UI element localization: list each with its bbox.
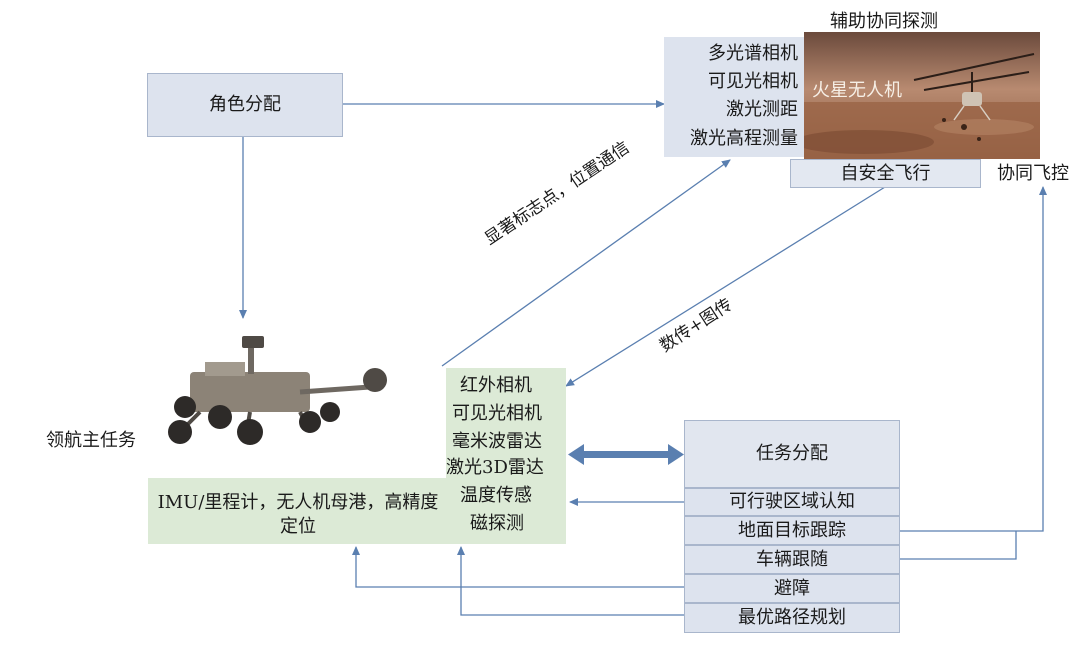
rover-lead-label: 领航主任务 (46, 430, 136, 451)
positioning-box: IMU/里程计，无人机母港，高精度定位 (148, 478, 446, 544)
coop-control-label: 协同飞控 (997, 163, 1069, 184)
arrow-rover-to-drone (441, 159, 731, 367)
rover-sensor-item: 磁探测 (470, 513, 524, 534)
double-arrow (568, 444, 684, 465)
task-allocation-box: 任务分配 (684, 420, 900, 488)
task-item-label: 可行驶区域认知 (729, 491, 855, 512)
rover-sensor-item: 温度传感 (460, 485, 532, 506)
arrow-follow-to-coop (900, 531, 1017, 560)
arrow-tracking-to-coop (900, 186, 1047, 532)
rover-sensor-item: 可见光相机 (452, 403, 542, 424)
arrow-avoid-to-positioning (352, 546, 684, 588)
drone-sensor-item: 激光高程测量 (690, 128, 798, 149)
drone-sensor-item: 多光谱相机 (708, 43, 798, 64)
role-assignment-label: 角色分配 (209, 94, 281, 115)
drone-sensor-box: 多光谱相机 可见光相机 激光测距 激光高程测量 (664, 37, 804, 157)
safe-flight-box: 自安全飞行 (790, 159, 981, 188)
role-assignment-box: 角色分配 (147, 73, 343, 137)
positioning-label: IMU/里程计，无人机母港，高精度定位 (157, 492, 439, 537)
rover-sensor-box: 红外相机 可见光相机 毫米波雷达 激光3D雷达 温度传感 磁探测 (446, 368, 566, 544)
mars-drone-photo: 火星无人机 (804, 32, 1040, 159)
task-item-label: 车辆跟随 (756, 548, 828, 570)
task-item-label: 地面目标跟踪 (738, 519, 846, 541)
task-allocation-title: 任务分配 (756, 443, 828, 464)
rover-sensor-item: 红外相机 (460, 375, 532, 396)
task-item: 车辆跟随 (684, 545, 900, 574)
task-item: 避障 (684, 574, 900, 603)
drone-title: 辅助协同探测 (830, 11, 938, 32)
task-item: 最优路径规划 (684, 603, 900, 633)
arrow-path-to-sensors (457, 546, 684, 616)
rover-sensor-item: 毫米波雷达 (452, 431, 542, 452)
rover-image (150, 332, 440, 482)
task-item: 可行驶区域认知 (684, 488, 900, 516)
task-item-label: 最优路径规划 (738, 607, 846, 628)
drone-sensor-item: 可见光相机 (708, 71, 798, 92)
task-item: 地面目标跟踪 (684, 516, 900, 545)
rover-sensor-item: 激光3D雷达 (446, 457, 544, 478)
drone-sensor-item: 激光测距 (726, 99, 798, 120)
task-item-label: 避障 (774, 577, 810, 599)
drone-photo-label: 火星无人机 (812, 80, 902, 101)
arrow-drone-to-rover (565, 186, 886, 387)
safe-flight-label: 自安全飞行 (840, 162, 931, 184)
